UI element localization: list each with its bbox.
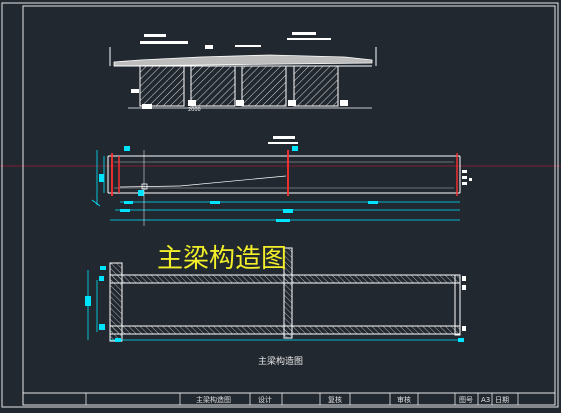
title-block	[23, 392, 555, 405]
title-block-design-label: 设计	[258, 396, 272, 404]
title-block-date-label: 日期	[495, 396, 509, 404]
plan-view-caption: 主梁构造图	[258, 357, 304, 367]
cross-section-view: 2000	[109, 32, 377, 113]
drawing-outer-border	[1, 2, 559, 408]
title-block-drawing-no-label: 图号	[459, 396, 473, 404]
title-block-check-label: 复核	[328, 396, 342, 404]
title-block-review-label: 审核	[397, 396, 411, 404]
section-dimension-text: 2000	[188, 107, 201, 113]
plan-view	[85, 247, 466, 342]
drawing-inner-border	[22, 5, 556, 406]
elevation-view	[91, 136, 472, 226]
title-block-drawing-no-value: A3	[481, 396, 491, 404]
drawing-title-overlay: 主梁构造图	[157, 244, 288, 274]
title-block-drawing-name: 主梁构造图	[196, 396, 231, 404]
